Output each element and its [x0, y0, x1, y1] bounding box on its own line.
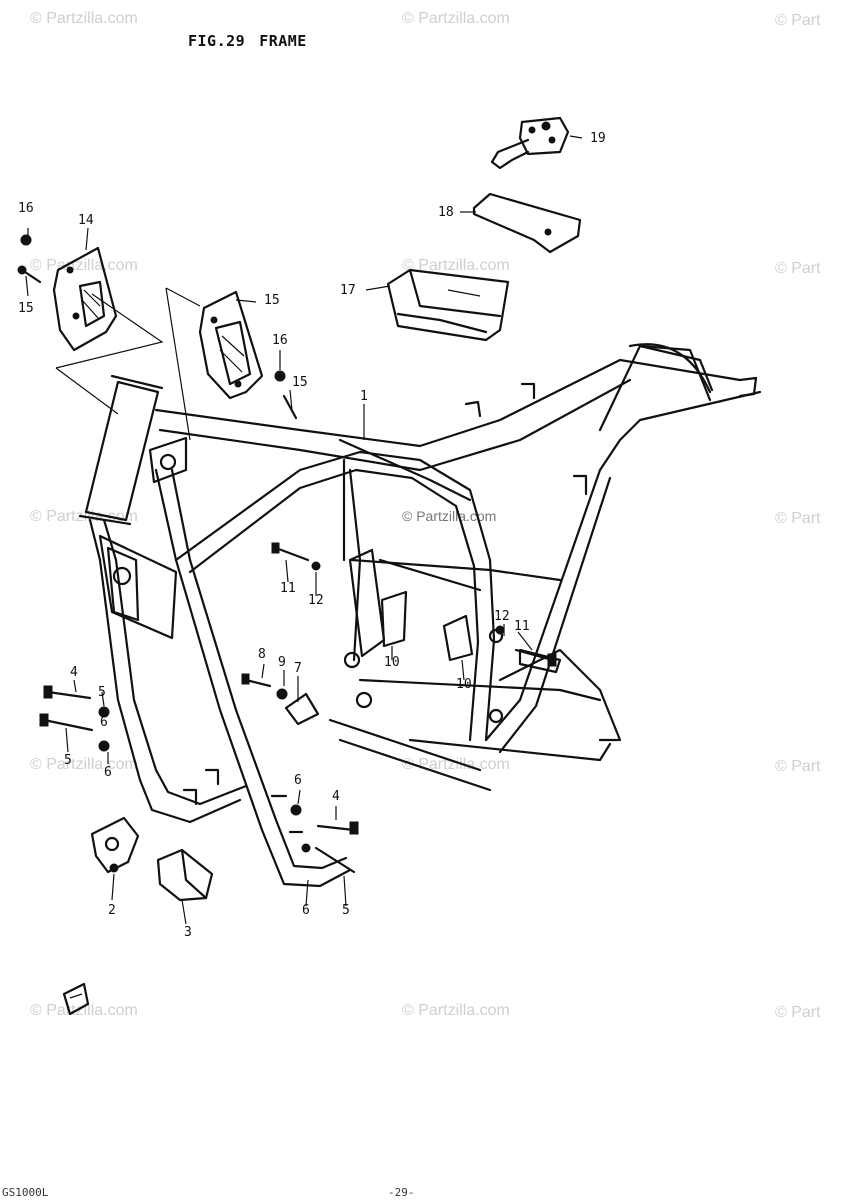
callout-10-left: 10: [384, 655, 400, 670]
callout-14: 15: [264, 293, 280, 308]
callout-leaders: [25, 135, 583, 925]
watermark: © Partzilla.com: [402, 1002, 510, 1019]
watermark: © Part: [775, 260, 821, 277]
tray-cover-part: [472, 192, 582, 254]
left-side-plate-part: [52, 246, 118, 352]
mount-plate-part: [90, 816, 140, 874]
callout-1: 1: [360, 389, 368, 404]
callout-5-left-lower: 5: [64, 753, 72, 768]
side-plate-bolts: [17, 234, 298, 420]
callout-16-left: 16: [18, 201, 34, 216]
watermark: © Part: [775, 510, 821, 527]
tool-tray-part: [386, 268, 510, 342]
figure-number: FIG.29: [188, 32, 246, 50]
assembly-guide-lines: [55, 287, 201, 441]
callout-6-center: 6: [294, 773, 302, 788]
frame-bolts: [39, 542, 557, 874]
figure-name: FRAME: [259, 32, 307, 50]
callout-16-right: 16: [272, 333, 288, 348]
watermark: © Partzilla.com: [30, 10, 138, 27]
watermark: © Partzilla.com: [402, 10, 510, 27]
callout-15-left: 15: [18, 301, 34, 316]
callout-13: 14: [78, 213, 94, 228]
ignition-switch-part: [490, 116, 570, 170]
callout-6-left-lower: 6: [104, 765, 112, 780]
callout-8: 8: [258, 647, 266, 662]
callout-3: 3: [184, 925, 192, 940]
watermark: © Partzilla.com: [402, 257, 510, 274]
callout-12-right: 12: [494, 609, 510, 624]
figure-title: FIG.29 FRAME: [188, 32, 321, 50]
small-tag-part: [62, 982, 90, 1016]
callout-6-bottom: 6: [302, 903, 310, 918]
callout-18: 18: [438, 205, 454, 220]
callout-15-right: 15: [292, 375, 308, 390]
callout-19: 19: [590, 131, 606, 146]
watermark: © Part: [775, 12, 821, 29]
callout-7: 7: [294, 661, 302, 676]
page-number: -29-: [388, 1186, 415, 1199]
model-code: GS1000L: [2, 1186, 49, 1199]
callout-9: 9: [278, 655, 286, 670]
watermark: © Part: [775, 758, 821, 775]
watermark: © Partzilla.com: [402, 508, 497, 524]
callout-6-left-upper: 6: [100, 715, 108, 730]
callout-17: 17: [340, 283, 356, 298]
watermark: © Partzilla.com: [30, 756, 138, 773]
bracket-part: [156, 848, 214, 902]
callout-12-center: 12: [308, 593, 324, 608]
callout-2: 2: [108, 903, 116, 918]
watermark: © Partzilla.com: [30, 1002, 138, 1019]
right-side-plate-part: [198, 290, 264, 400]
callout-10-right: 10: [456, 677, 472, 692]
callout-11-center: 11: [280, 581, 296, 596]
callout-5-left-upper: 5: [98, 685, 106, 700]
callout-4-center: 4: [332, 789, 340, 804]
main-frame-part: [78, 343, 762, 888]
callout-4-left: 4: [70, 665, 78, 680]
watermark: © Part: [775, 1004, 821, 1021]
callout-5-bottom: 5: [342, 903, 350, 918]
callout-11-right: 11: [514, 619, 530, 634]
